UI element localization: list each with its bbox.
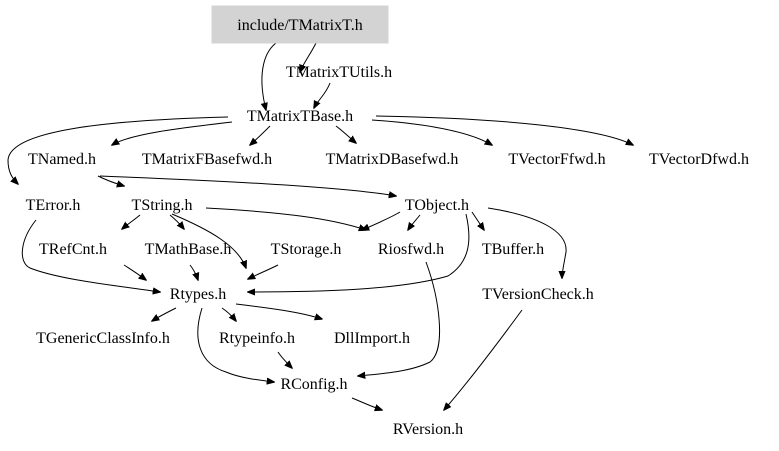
- edge-tversioncheck-to-rversion: [444, 309, 523, 410]
- edge-tstring-to-riosfwd: [205, 207, 366, 230]
- node-label-dllimport: DllImport.h: [334, 330, 410, 347]
- edge-tmathbase-to-rtypes: [189, 264, 198, 280]
- node-tversioncheck[interactable]: TVersionCheck.h: [482, 286, 594, 303]
- edge-trefcnt-to-rtypes: [123, 264, 146, 280]
- edge-rtypes-to-rtypeinfo: [221, 307, 236, 321]
- node-label-tstring: TString.h: [132, 197, 193, 214]
- edge-tobject-to-rtypes: [248, 213, 470, 292]
- edge-tobject-to-riosfwd: [408, 214, 421, 230]
- node-label-tmatrixtutils: TMatrixTUtils.h: [286, 64, 392, 81]
- node-label-tstorage: TStorage.h: [271, 241, 342, 258]
- node-rtypes[interactable]: Rtypes.h: [170, 286, 226, 303]
- node-trefcnt[interactable]: TRefCnt.h: [39, 241, 107, 258]
- node-tmatrixdbasefwd[interactable]: TMatrixDBasefwd.h: [326, 151, 459, 168]
- node-terror[interactable]: TError.h: [26, 197, 81, 214]
- node-label-riosfwd: Riosfwd.h: [378, 241, 444, 258]
- node-tstorage[interactable]: TStorage.h: [271, 241, 342, 258]
- node-label-tmatrixdbasefwd: TMatrixDBasefwd.h: [326, 151, 459, 168]
- edge-root-to-tmatrixtutils: [300, 42, 317, 72]
- node-label-trefcnt: TRefCnt.h: [39, 241, 107, 258]
- edge-tobject-to-tversioncheck: [487, 207, 567, 278]
- node-label-rtypes: Rtypes.h: [170, 286, 226, 303]
- node-label-tversioncheck: TVersionCheck.h: [482, 286, 594, 303]
- node-rtypeinfo[interactable]: Rtypeinfo.h: [219, 330, 295, 347]
- edge-tmatrixtbase-to-terror: [7, 116, 229, 184]
- node-tobject[interactable]: TObject.h: [405, 197, 469, 214]
- node-tmatrixt-root[interactable]: include/TMatrixT.h: [211, 5, 389, 44]
- node-label-tobject: TObject.h: [405, 197, 469, 214]
- node-dllimport[interactable]: DllImport.h: [334, 330, 410, 347]
- node-label-terror: TError.h: [26, 197, 81, 214]
- node-tmatrixtbase[interactable]: TMatrixTBase.h: [247, 108, 353, 125]
- edge-riosfwd-to-rconfig: [358, 261, 440, 376]
- edge-rtypes-to-rconfig: [197, 307, 274, 382]
- node-label-tmatrixtbase: TMatrixTBase.h: [247, 108, 353, 125]
- node-rversion[interactable]: RVersion.h: [393, 421, 463, 438]
- edge-tmatrixtbase-to-tvectorffwd: [371, 119, 492, 145]
- edge-tmatrixtbase-to-tvectordfwd: [375, 115, 633, 145]
- node-label-tvectorffwd: TVectorFfwd.h: [508, 151, 605, 168]
- edge-tmatrixtbase-to-tmatrixfbasefwd: [250, 125, 271, 145]
- edge-tobject-to-tbuffer: [471, 211, 484, 230]
- node-tvectorffwd[interactable]: TVectorFfwd.h: [508, 151, 605, 168]
- node-rconfig[interactable]: RConfig.h: [280, 376, 347, 393]
- edge-rtypes-to-tgenericclassinfo: [152, 307, 177, 321]
- node-tvectordfwd[interactable]: TVectorDfwd.h: [649, 151, 749, 168]
- edge-rtypes-to-dllimport: [235, 303, 322, 319]
- node-tmatrixfbasefwd[interactable]: TMatrixFBasefwd.h: [142, 151, 272, 168]
- node-label-tnamed: TNamed.h: [28, 151, 96, 168]
- edge-tmatrixtbase-to-tnamed: [112, 121, 233, 145]
- edge-rconfig-to-rversion: [351, 397, 382, 410]
- node-label-rconfig: RConfig.h: [280, 376, 347, 393]
- edge-tmatrixtbase-to-tmatrixdbasefwd: [335, 125, 356, 143]
- edge-tstring-to-rtypes: [171, 213, 246, 268]
- edges: [7, 42, 633, 410]
- node-label-rtypeinfo: Rtypeinfo.h: [219, 330, 295, 347]
- edge-tmatrixtutils-to-tmatrixtbase: [314, 82, 331, 108]
- node-label-tmathbase: TMathBase.h: [145, 241, 232, 258]
- node-label-tvectordfwd: TVectorDfwd.h: [649, 151, 749, 168]
- node-tbuffer[interactable]: TBuffer.h: [482, 241, 544, 258]
- node-label-tbuffer: TBuffer.h: [482, 241, 544, 258]
- nodes: include/TMatrixT.h TMatrixTUtils.h TMatr…: [26, 5, 749, 438]
- edge-terror-to-rtypes: [21, 219, 160, 292]
- node-label-rversion: RVersion.h: [393, 421, 463, 438]
- root-node-box: [211, 5, 389, 44]
- edge-tstring-to-trefcnt: [122, 214, 141, 229]
- node-tgenericclassinfo[interactable]: TGenericClassInfo.h: [36, 330, 170, 347]
- edge-tnamed-to-tobject: [99, 175, 396, 196]
- node-tmathbase[interactable]: TMathBase.h: [145, 241, 232, 258]
- node-tmatrixtutils[interactable]: TMatrixTUtils.h: [286, 64, 392, 81]
- node-riosfwd[interactable]: Riosfwd.h: [378, 241, 444, 258]
- edge-rtypeinfo-to-rconfig: [277, 351, 292, 368]
- edge-tstorage-to-rtypes: [248, 264, 279, 279]
- edge-tobject-to-tstorage: [362, 211, 401, 230]
- node-label-tmatrixfbasefwd: TMatrixFBasefwd.h: [142, 151, 272, 168]
- node-tstring[interactable]: TString.h: [132, 197, 193, 214]
- node-label-root: include/TMatrixT.h: [237, 17, 362, 34]
- edge-root-to-tmatrixtbase: [262, 42, 277, 110]
- node-label-tgenericclassinfo: TGenericClassInfo.h: [36, 330, 170, 347]
- edge-tnamed-to-tstring: [97, 175, 124, 186]
- edge-tstring-to-tmathbase: [169, 214, 184, 229]
- node-tnamed[interactable]: TNamed.h: [28, 151, 96, 168]
